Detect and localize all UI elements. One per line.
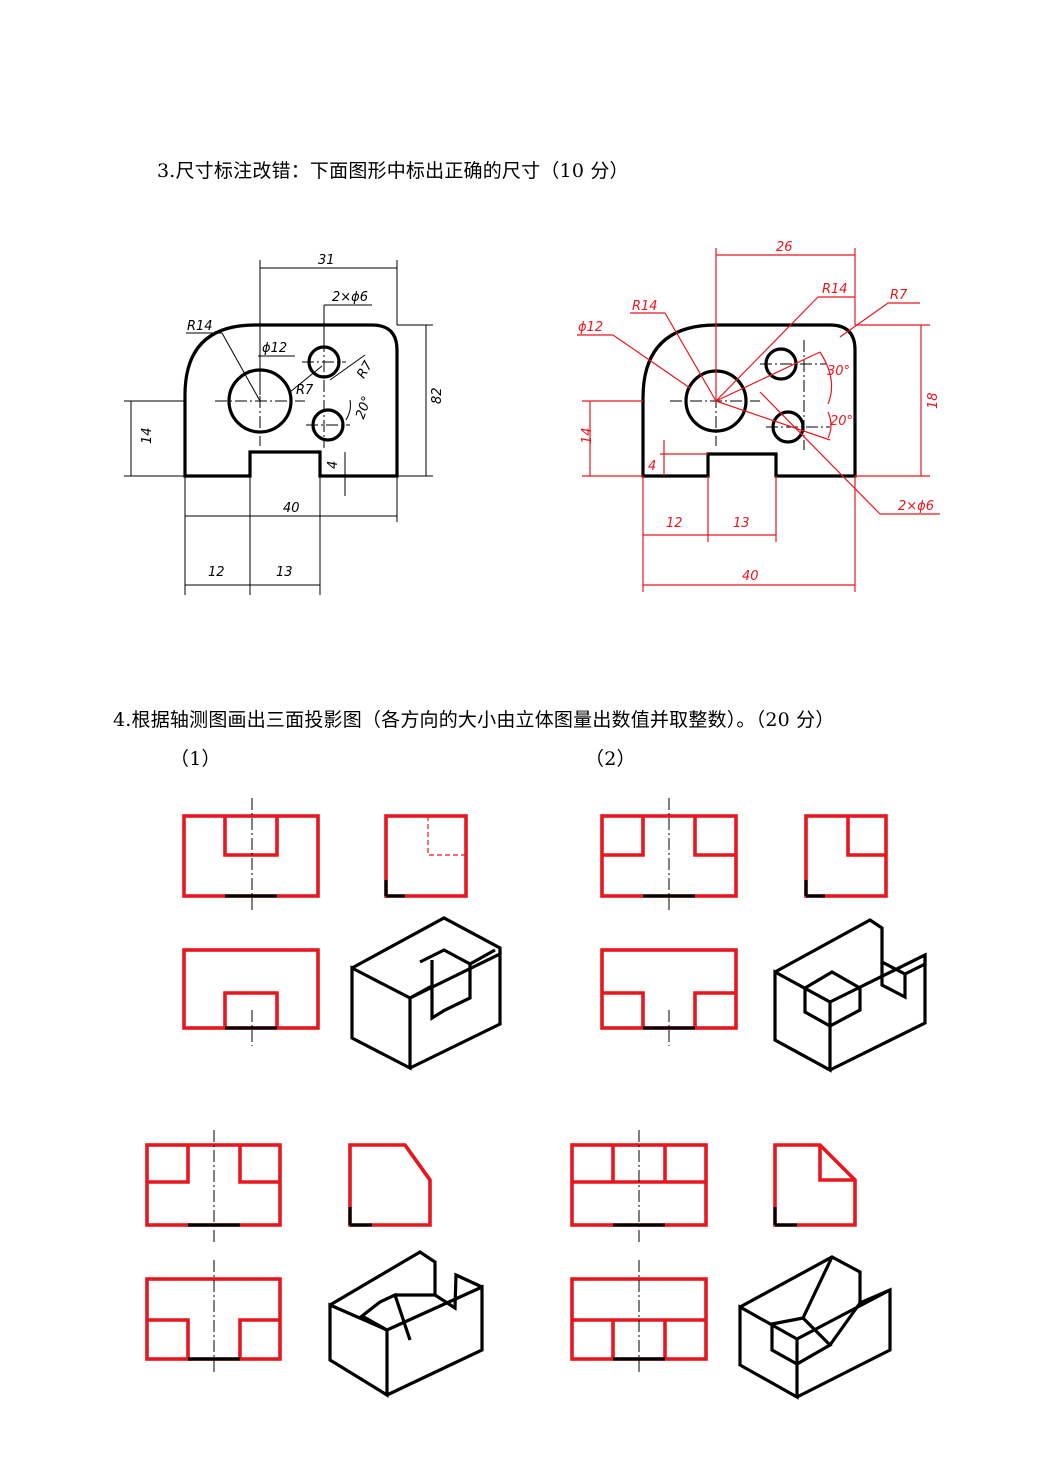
question-4-text: 4.根据轴测图画出三面投影图（各方向的大小由立体图量出数值并取整数）。（20 分… bbox=[113, 709, 835, 731]
left-dim-40: 40 bbox=[283, 501, 300, 516]
right-dim-18: 18 bbox=[926, 392, 941, 409]
right-dim-13: 13 bbox=[733, 516, 750, 531]
left-dim-r7-b: R7 bbox=[354, 358, 376, 381]
projection-set-1a bbox=[182, 798, 502, 1071]
left-dimension-figure: 31 2×ϕ6 R14 ϕ12 R7 R7 20° 14 82 4 40 12 … bbox=[124, 253, 445, 595]
left-dim-12: 12 bbox=[208, 565, 225, 580]
left-dim-phi12: ϕ12 bbox=[262, 341, 287, 356]
sub-question-1-label: （1） bbox=[170, 748, 221, 770]
right-dim-4: 4 bbox=[648, 459, 656, 474]
right-dim-26: 26 bbox=[776, 240, 793, 255]
right-dim-14: 14 bbox=[580, 427, 595, 444]
sub-question-2-label: （2） bbox=[585, 748, 636, 770]
right-part-outline bbox=[641, 323, 857, 478]
question-3-text: 3.尺寸标注改错：下面图形中标出正确的尺寸（10 分） bbox=[157, 160, 629, 182]
right-dim-20deg: 20° bbox=[830, 414, 853, 429]
left-part-outline bbox=[183, 323, 399, 478]
left-dim-31: 31 bbox=[318, 253, 335, 268]
projection-set-1b bbox=[145, 1130, 484, 1398]
left-dim-20deg: 20° bbox=[353, 394, 375, 421]
left-dim-r7-a: R7 bbox=[296, 383, 314, 398]
left-dim-14: 14 bbox=[140, 427, 155, 444]
left-dim-r14: R14 bbox=[187, 319, 213, 334]
right-dim-40: 40 bbox=[742, 569, 759, 584]
right-dim-r14-right: R14 bbox=[822, 282, 848, 297]
projection-set-2a bbox=[600, 798, 927, 1073]
left-dim-13: 13 bbox=[276, 565, 293, 580]
right-dimension-figure: 26 R14 R14 R7 ϕ12 30° 20° 18 14 4 12 13 … bbox=[577, 240, 941, 592]
right-dim-r7: R7 bbox=[890, 288, 908, 303]
left-dim-2xphi6: 2×ϕ6 bbox=[332, 290, 368, 305]
right-dim-2xphi6: 2×ϕ6 bbox=[898, 499, 934, 514]
left-dim-4: 4 bbox=[326, 461, 341, 469]
projection-set-2b bbox=[570, 1130, 892, 1400]
right-dim-phi12: ϕ12 bbox=[578, 320, 603, 335]
left-dim-82: 82 bbox=[430, 387, 445, 404]
right-dim-12: 12 bbox=[666, 516, 683, 531]
right-dim-r14-left: R14 bbox=[632, 299, 658, 314]
right-dim-30deg: 30° bbox=[827, 364, 850, 379]
